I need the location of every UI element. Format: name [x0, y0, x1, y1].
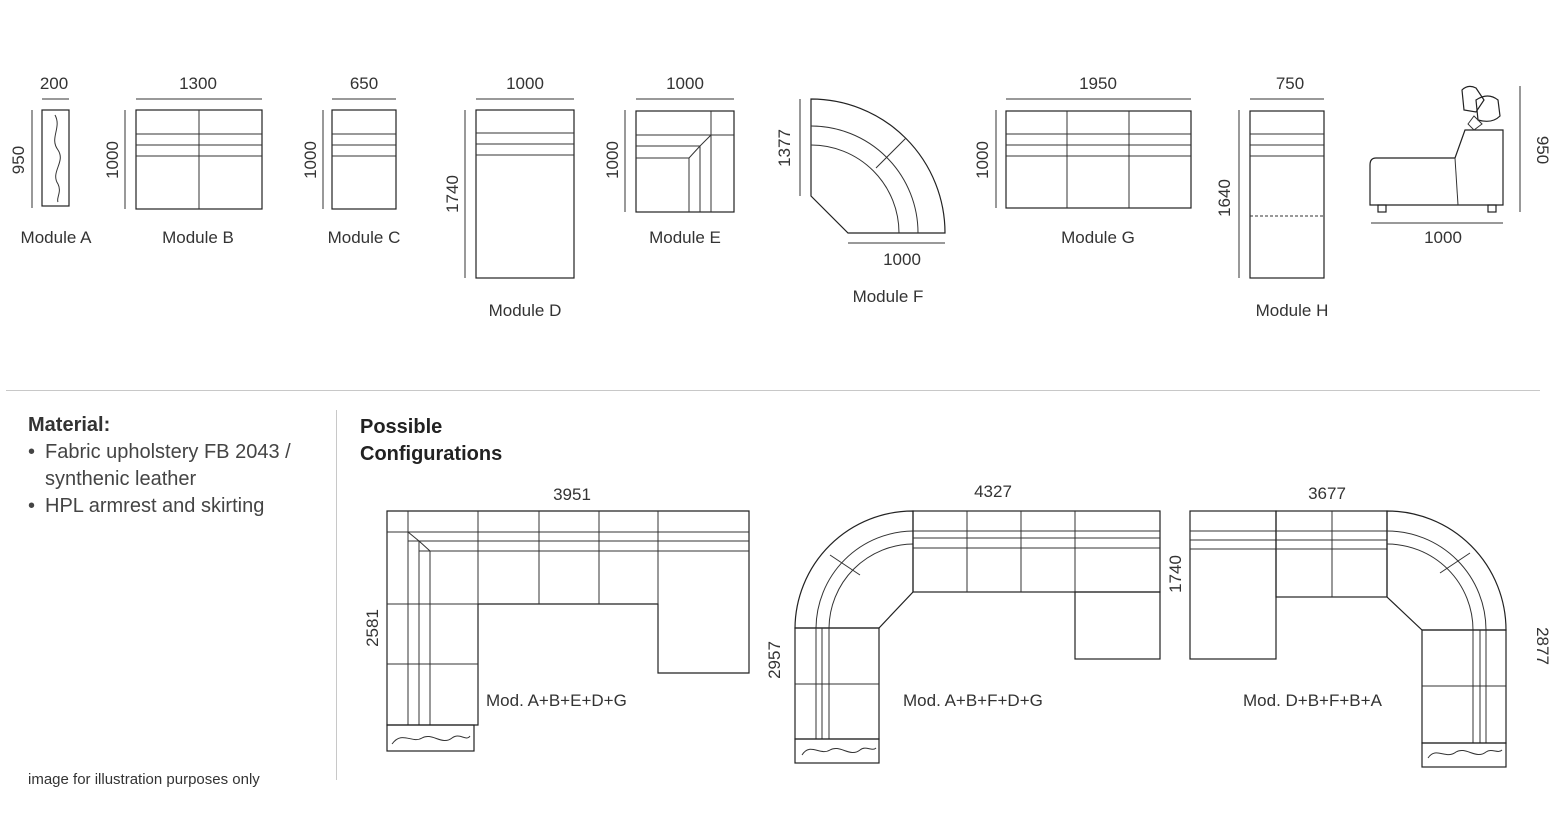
module-b-label: Module B [162, 228, 234, 247]
module-e: 1000 1000 Module E [603, 74, 735, 247]
bullet: • [28, 495, 36, 517]
module-c-label: Module C [328, 228, 401, 247]
module-f-label: Module F [853, 287, 924, 306]
module-d-width: 1000 [506, 74, 544, 93]
config-2-depth: 2957 [765, 641, 784, 679]
side-view-width: 1000 [1424, 228, 1462, 247]
module-b: 1300 1000 Module B [103, 74, 263, 247]
module-g: 1950 1000 Module G [973, 74, 1192, 247]
config-3-left-depth: 1740 [1166, 555, 1185, 593]
config-3-right-depth: 2877 [1533, 627, 1552, 665]
module-d-label: Module D [489, 301, 562, 320]
module-e-label: Module E [649, 228, 721, 247]
module-a-width: 200 [40, 74, 68, 93]
module-d-depth: 1740 [443, 175, 462, 213]
config-1-label: Mod. A+B+E+D+G [486, 691, 627, 710]
module-f: 1377 1000 Module F [775, 98, 946, 306]
config-3: 3677 1740 2877 Mod. D+B+F+B+A [1166, 484, 1552, 768]
module-h: 750 1640 Module H [1215, 74, 1328, 320]
module-b-width: 1300 [179, 74, 217, 93]
config-3-width: 3677 [1308, 484, 1346, 503]
config-3-label: Mod. D+B+F+B+A [1243, 691, 1383, 710]
side-view: 1000 950 [1369, 85, 1552, 247]
material-item: • HPL armrest and skirting [28, 493, 328, 520]
module-a-label: Module A [21, 228, 93, 247]
module-g-width: 1950 [1079, 74, 1117, 93]
disclaimer: image for illustration purposes only [28, 771, 260, 788]
config-1-width: 3951 [553, 485, 591, 504]
module-a: 200 950 Module A [9, 74, 92, 247]
module-d: 1000 1740 Module D [443, 74, 575, 320]
module-c-depth: 1000 [301, 141, 320, 179]
material-section: Material: • Fabric upholstery FB 2043 / s… [28, 414, 328, 520]
bullet: • [28, 441, 36, 463]
module-h-depth: 1640 [1215, 179, 1234, 217]
module-b-depth: 1000 [103, 141, 122, 179]
section-divider [6, 390, 1540, 391]
module-f-depth: 1377 [775, 129, 794, 167]
module-g-label: Module G [1061, 228, 1135, 247]
config-2-label: Mod. A+B+F+D+G [903, 691, 1043, 710]
material-item: • Fabric upholstery FB 2043 / synthenic l… [28, 439, 328, 493]
module-h-label: Module H [1256, 301, 1329, 320]
module-e-width: 1000 [666, 74, 704, 93]
material-item-text: Fabric upholstery FB 2043 / synthenic le… [45, 441, 291, 490]
module-g-depth: 1000 [973, 141, 992, 179]
config-2: 4327 2957 Mod. A+B+F+D+G [765, 482, 1161, 764]
column-divider [336, 410, 337, 780]
config-1: 3951 2581 Mod. A+B+E+D+G [363, 485, 750, 752]
side-view-height: 950 [1533, 136, 1552, 164]
material-item-text: HPL armrest and skirting [45, 495, 265, 517]
module-c: 650 1000 Module C [301, 74, 400, 247]
module-f-width: 1000 [883, 250, 921, 269]
module-c-width: 650 [350, 74, 378, 93]
module-e-depth: 1000 [603, 141, 622, 179]
module-h-width: 750 [1276, 74, 1304, 93]
config-1-depth: 2581 [363, 609, 382, 647]
material-heading: Material: [28, 414, 111, 436]
config-2-width: 4327 [974, 482, 1012, 501]
module-a-depth: 950 [9, 146, 28, 174]
material-list: • Fabric upholstery FB 2043 / synthenic l… [28, 439, 328, 520]
